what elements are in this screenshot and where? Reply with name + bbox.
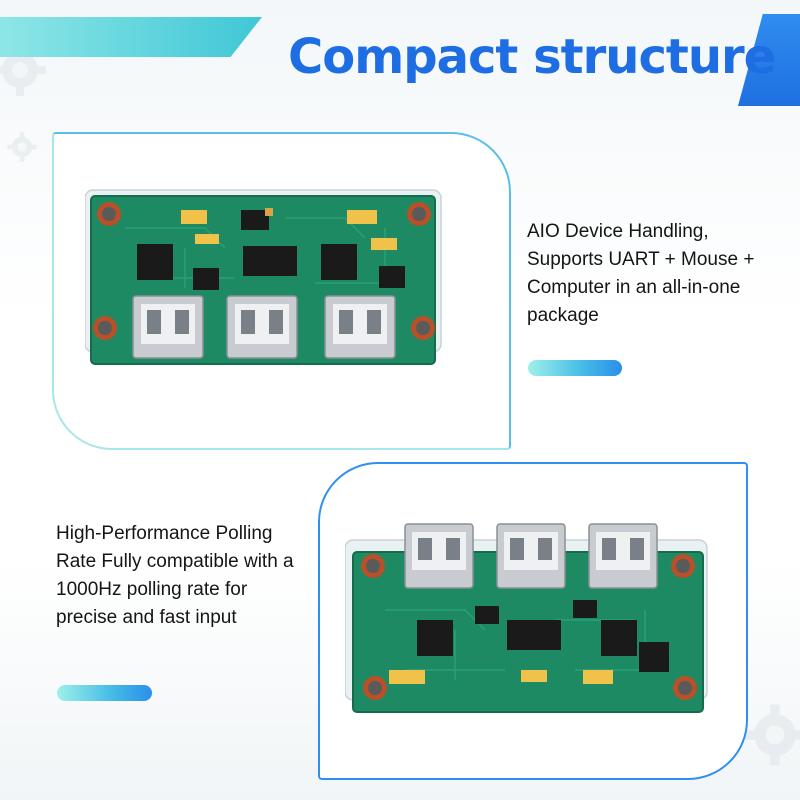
accent-pill-bottom xyxy=(57,685,152,701)
pcb-board-image-bottom xyxy=(345,520,720,715)
pcb-board-image-top xyxy=(85,188,455,368)
accent-pill-top xyxy=(528,360,622,376)
gear-icon xyxy=(7,132,37,162)
gear-icon xyxy=(744,704,800,766)
gear-icon xyxy=(0,44,46,96)
banner-stripe-left xyxy=(0,17,262,57)
feature-caption-top: AIO Device Handling, Supports UART + Mou… xyxy=(527,221,755,326)
feature-caption-bottom: High-Performance Polling Rate Fully comp… xyxy=(56,523,294,628)
page-title: Compact structure xyxy=(288,29,776,85)
